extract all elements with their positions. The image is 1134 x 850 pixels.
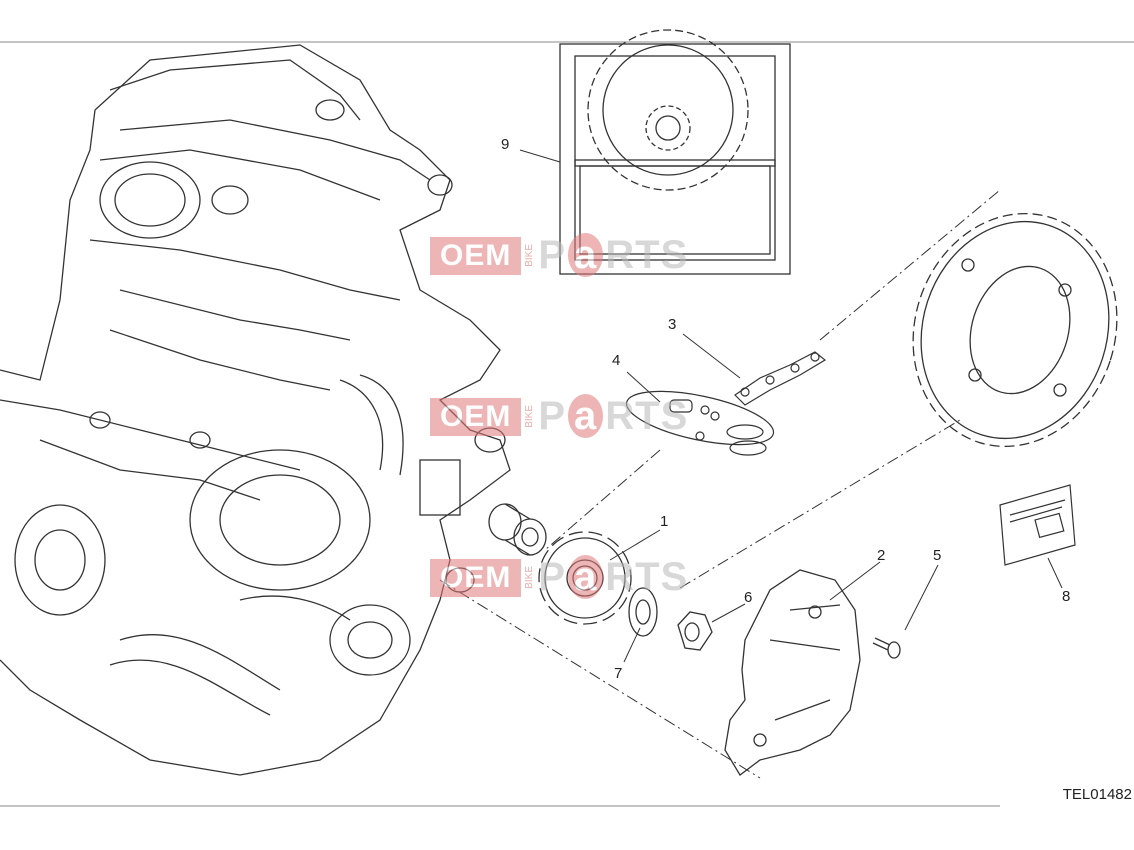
cover-bolt <box>872 637 901 659</box>
sprocket-cover <box>724 569 861 776</box>
engine-illustration <box>0 44 511 776</box>
callout-5: 5 <box>933 547 942 564</box>
chain-path <box>439 189 1001 779</box>
callout-1: 1 <box>660 513 669 530</box>
document-id: TEL01482 <box>1062 786 1132 803</box>
callout-8: 8 <box>1062 588 1071 605</box>
callout-4: 4 <box>612 352 621 369</box>
callout-6: 6 <box>744 589 753 606</box>
warning-label <box>999 484 1076 566</box>
sprocket-nut <box>677 611 713 651</box>
callout-9: 9 <box>501 136 510 153</box>
front-sprocket <box>538 531 632 625</box>
lock-washer <box>628 587 658 637</box>
callout-2: 2 <box>877 547 886 564</box>
chain-link-kit <box>625 390 775 456</box>
rear-sprocket <box>912 212 1118 448</box>
callout-3: 3 <box>668 316 677 333</box>
chain-segment <box>734 351 827 406</box>
leader-lines <box>519 149 1063 663</box>
callout-7: 7 <box>614 665 623 682</box>
shaft-spacer <box>488 503 547 556</box>
sprocket-kit-box <box>559 29 791 275</box>
